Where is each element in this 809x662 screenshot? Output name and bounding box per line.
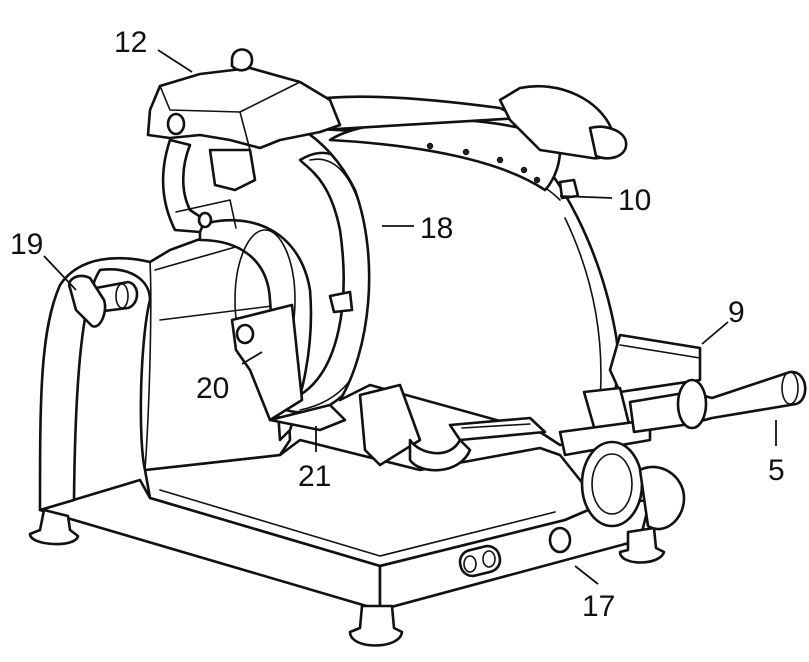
sharpener-head — [146, 48, 342, 234]
label-9: 9 — [728, 296, 745, 329]
base-slot — [458, 544, 502, 578]
base-frame — [28, 438, 666, 647]
label-18: 18 — [420, 212, 453, 245]
label-12: 12 — [114, 26, 147, 59]
sharpener-knob — [67, 274, 139, 328]
label-19: 19 — [10, 228, 43, 261]
label-10: 10 — [618, 184, 651, 217]
switch-hole — [548, 526, 572, 554]
leader-lines — [43, 49, 777, 585]
foot-front — [348, 604, 404, 647]
label-21: 21 — [298, 460, 331, 493]
carriage-table — [558, 333, 702, 457]
reference-labels: 12 10 18 19 9 20 21 5 17 — [10, 26, 785, 623]
top-arm — [308, 85, 628, 200]
gauge-plate — [328, 118, 562, 192]
label-5: 5 — [768, 454, 785, 487]
foot-right — [618, 526, 666, 564]
thickness-knob — [580, 440, 686, 531]
foot-left — [28, 508, 80, 546]
carriage-arm — [230, 290, 547, 472]
pusher-handle — [628, 370, 807, 434]
label-17: 17 — [582, 590, 615, 623]
label-20: 20 — [196, 372, 229, 405]
